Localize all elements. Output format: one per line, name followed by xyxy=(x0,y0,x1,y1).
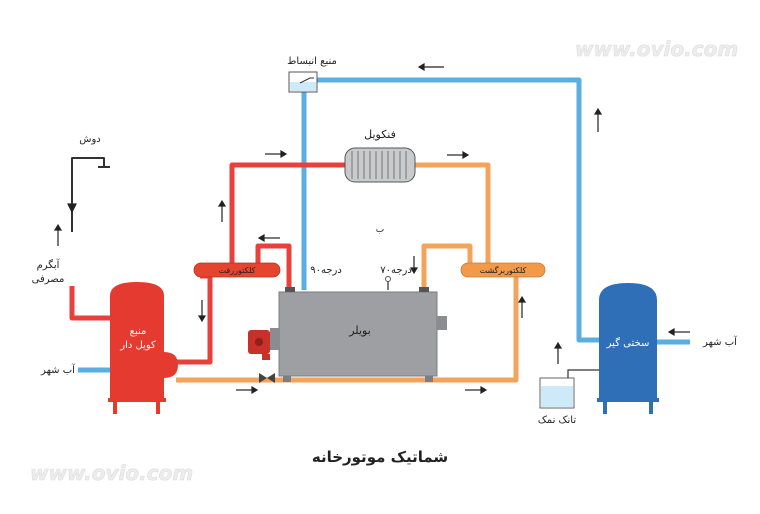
flow-arrow-icon xyxy=(409,256,419,275)
supply-collector xyxy=(193,262,281,278)
salt-tank-label: تانک نمک xyxy=(538,415,576,426)
shower-line xyxy=(71,157,105,232)
flow-arrow-icon xyxy=(67,203,77,214)
flow-arrows xyxy=(53,62,690,395)
flow-arrow-icon xyxy=(517,295,527,318)
boiler xyxy=(270,287,447,382)
flow-arrow-icon xyxy=(447,150,470,160)
return-collector xyxy=(460,262,546,278)
watermark-bottom: www.ovio.com xyxy=(30,461,193,485)
hot-water-use-label-2: مصرفی xyxy=(32,274,65,285)
shower-label: دوش xyxy=(79,134,101,145)
supply-collector-label: کلکتوررفت xyxy=(219,266,256,275)
expansion-tank xyxy=(288,71,318,93)
salt-tank xyxy=(539,369,599,409)
diagram-title: شماتیک موتورخانه xyxy=(312,448,448,466)
temp-90-label: ۹۰درجه xyxy=(310,265,342,276)
flow-arrow-icon xyxy=(667,327,690,337)
fancoil-label: فنکویل xyxy=(364,128,396,141)
hot-water-use-label-1: آبگرم xyxy=(37,258,61,271)
flow-arrow-icon xyxy=(217,199,227,222)
valve-icon xyxy=(259,373,275,383)
thermometer-icon xyxy=(385,276,391,290)
flow-arrow-icon xyxy=(197,300,207,323)
coil-tank xyxy=(108,282,178,414)
return-from-fancoil-pipe xyxy=(414,162,491,264)
boiler-label: بویلر xyxy=(348,324,371,337)
b-mark: ب xyxy=(376,225,384,235)
flow-arrow-icon xyxy=(257,233,280,243)
expansion-tank-label: منبع انبساط xyxy=(287,56,337,67)
fancoil xyxy=(344,147,416,183)
return-to-boiler-pipe xyxy=(421,243,473,290)
coil-tank-label-1: منبع xyxy=(130,326,147,337)
coil-tank-supply-pipe xyxy=(176,273,213,365)
supply-from-boiler-pipe xyxy=(255,243,292,290)
flow-arrow-icon xyxy=(593,107,603,132)
burner xyxy=(248,330,270,360)
flow-arrow-icon xyxy=(53,223,63,246)
flow-arrow-icon xyxy=(553,341,563,364)
city-water-right-label: آب شهر xyxy=(702,335,738,348)
softener-return-pipe xyxy=(316,77,600,343)
city-water-left-label: آب شهر xyxy=(40,363,76,376)
coil-tank-label-2: کویل دار xyxy=(119,340,156,351)
pipe-network xyxy=(69,77,690,383)
return-collector-label: کلکتوربرگشت xyxy=(480,265,527,275)
water-softener xyxy=(597,283,659,414)
softener-label: سختی گیر xyxy=(606,337,650,349)
flow-arrow-icon xyxy=(465,385,488,395)
flow-arrow-icon xyxy=(265,149,288,159)
flow-arrow-icon xyxy=(417,62,444,72)
supply-to-fancoil-pipe xyxy=(229,162,345,270)
temp-70-label: ۷۰درجه xyxy=(380,265,412,276)
flow-arrow-icon xyxy=(236,385,259,395)
watermark-top: www.ovio.com xyxy=(575,37,738,61)
